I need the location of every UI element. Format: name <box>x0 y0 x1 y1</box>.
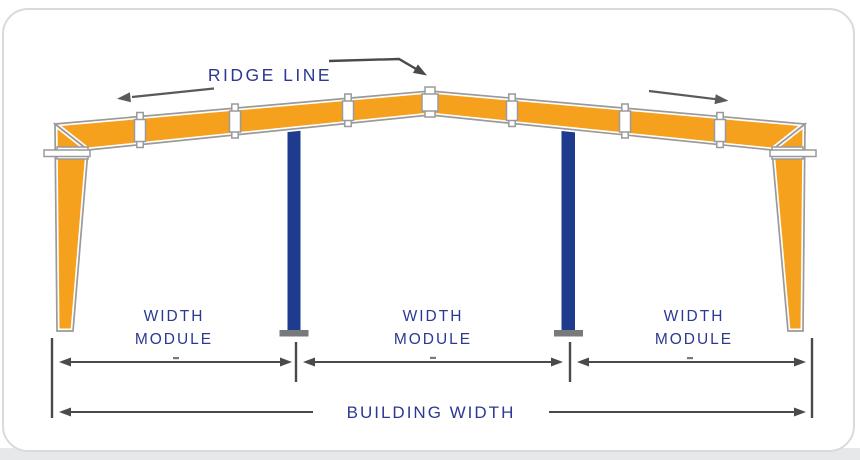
width-module-label-2-line1: WIDTH <box>402 308 464 325</box>
width-module-label-2: WIDTH MODULE <box>368 306 498 351</box>
width-module-label-3-line2: MODULE <box>654 330 734 348</box>
width-module-label-1: WIDTH MODULE <box>109 306 239 351</box>
purlin-clip <box>618 103 632 139</box>
purlin-clip <box>505 93 519 128</box>
purlin-clip <box>341 93 355 128</box>
ridge-line-label: RIDGE LINE <box>207 65 333 85</box>
ridge-pointer-arrow <box>328 57 427 76</box>
width-module-label-3: WIDTH MODULE <box>629 306 759 351</box>
width-module-label-2-line2: MODULE <box>393 330 473 348</box>
diagram-card <box>2 8 855 452</box>
building-width-arrow <box>59 407 806 417</box>
building-width-label: BUILDING WIDTH <box>346 403 516 422</box>
module-2-arrow <box>303 356 563 367</box>
purlin-clips <box>133 93 727 149</box>
ridge-connector <box>421 86 439 118</box>
left-slope-arrow <box>117 87 215 103</box>
right-eave-column-outline <box>771 122 806 332</box>
base-plate-left <box>279 330 309 337</box>
eave-girt-left <box>43 146 91 160</box>
module-3-arrow <box>577 357 806 367</box>
width-module-label-1-line2: MODULE <box>134 330 214 348</box>
width-module-label-1-line1: WIDTH <box>143 308 205 325</box>
base-plate-right <box>554 330 583 337</box>
interior-column-right <box>561 126 575 331</box>
purlin-clip <box>133 111 147 149</box>
purlin-clip <box>228 103 242 139</box>
width-module-label-3-line1: WIDTH <box>663 308 725 325</box>
module-1-arrow <box>59 357 292 367</box>
right-slope-arrow <box>648 89 729 105</box>
frame-members-fill <box>48 88 812 334</box>
eave-girt-right <box>769 146 817 160</box>
purlin-clip <box>713 111 727 149</box>
module-dimension-arrows <box>59 356 806 367</box>
interior-column-left <box>287 126 301 331</box>
interior-columns <box>279 126 583 337</box>
dimension-ticks <box>50 338 814 418</box>
